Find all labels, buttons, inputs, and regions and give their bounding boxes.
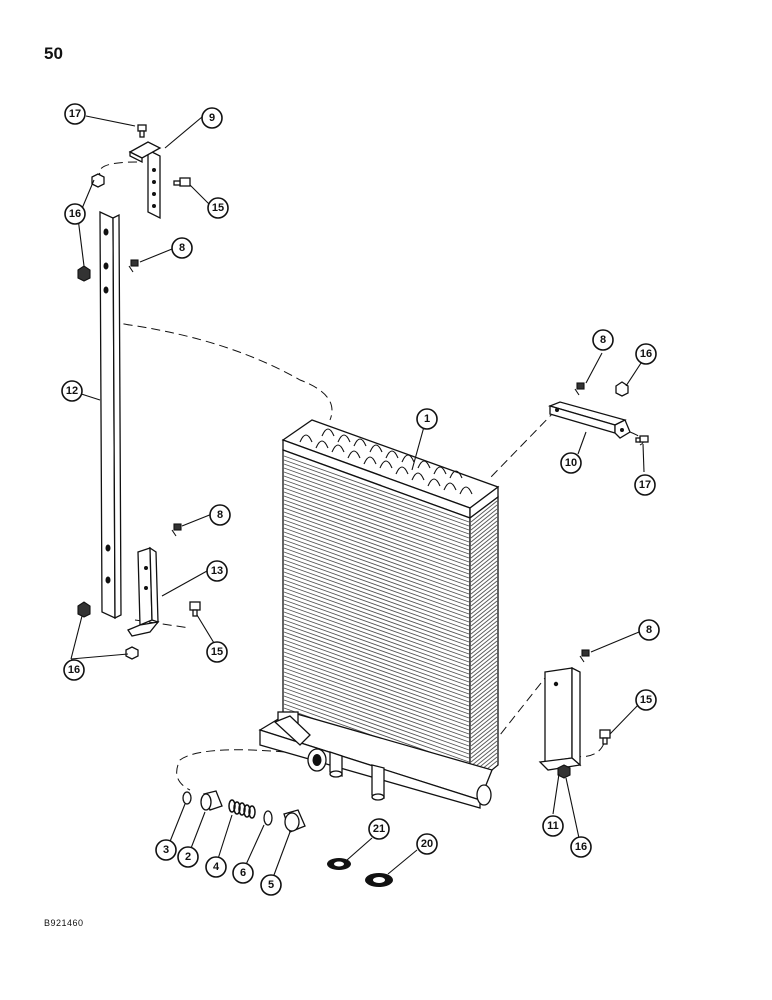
- svg-text:9: 9: [209, 112, 215, 124]
- callout-16: 16: [570, 836, 592, 858]
- screw-8-c: [574, 382, 585, 396]
- callout-8: 8: [638, 619, 660, 641]
- svg-text:1: 1: [424, 413, 430, 425]
- callout-15: 15: [207, 197, 229, 219]
- callout-17: 17: [634, 474, 656, 496]
- callout-4: 4: [205, 856, 227, 878]
- bolt-15-upper: [173, 177, 191, 187]
- callout-15: 15: [635, 689, 657, 711]
- callout-16: 16: [635, 343, 657, 365]
- svg-text:8: 8: [179, 242, 185, 254]
- callout-21: 21: [368, 818, 390, 840]
- callout-11: 11: [542, 815, 564, 837]
- bolt-17-right: [635, 435, 649, 443]
- svg-text:12: 12: [66, 385, 78, 397]
- part-10-right-bracket: [548, 401, 631, 439]
- part-1-oil-cooler-core: [258, 419, 500, 809]
- svg-text:5: 5: [268, 879, 274, 891]
- callout-8: 8: [592, 329, 614, 351]
- nut-16-bottom-left: [77, 601, 91, 618]
- callout-16: 16: [63, 659, 85, 681]
- reference-code: B921460: [44, 918, 84, 928]
- callout-6: 6: [232, 862, 254, 884]
- page-number: 50: [44, 44, 63, 63]
- bolt-17-upper: [137, 124, 147, 138]
- callout-9: 9: [201, 107, 223, 129]
- callout-5: 5: [260, 874, 282, 896]
- nut-16-left: [77, 265, 91, 282]
- callout-2: 2: [177, 846, 199, 868]
- svg-text:8: 8: [600, 334, 606, 346]
- callout-16: 16: [64, 203, 86, 225]
- nut-16-lower: [125, 646, 139, 660]
- svg-text:4: 4: [213, 861, 220, 873]
- callout-17: 17: [64, 103, 86, 125]
- svg-text:16: 16: [640, 348, 652, 360]
- part-11-right-lower-bracket: [538, 666, 582, 771]
- callout-10: 10: [560, 452, 582, 474]
- svg-text:15: 15: [211, 646, 223, 658]
- part-5-plug: [283, 809, 306, 833]
- callout-12: 12: [61, 380, 83, 402]
- svg-text:17: 17: [639, 479, 651, 491]
- part-20-seal: [365, 873, 393, 887]
- callout-20: 20: [416, 833, 438, 855]
- callouts: 17 9 15 16 8 12 8 16 1 10 17 8 13 15 16 …: [61, 103, 660, 896]
- svg-text:2: 2: [185, 851, 191, 863]
- nut-16-right: [615, 381, 629, 397]
- callout-15: 15: [206, 641, 228, 663]
- svg-text:6: 6: [240, 867, 246, 879]
- part-12-mounting-strap: [99, 210, 122, 620]
- screw-8-b: [171, 523, 182, 537]
- bolt-15-right: [599, 729, 611, 745]
- svg-text:10: 10: [565, 457, 577, 469]
- svg-text:8: 8: [646, 624, 652, 636]
- screw-8-d: [579, 649, 590, 663]
- hardware: [77, 124, 649, 887]
- svg-text:15: 15: [640, 694, 652, 706]
- callout-13: 13: [206, 560, 228, 582]
- svg-text:21: 21: [373, 823, 385, 835]
- svg-text:8: 8: [217, 509, 223, 521]
- svg-text:15: 15: [212, 202, 224, 214]
- callout-1: 1: [416, 408, 438, 430]
- part-9-upper-bracket: [128, 141, 162, 220]
- part-21-seal: [327, 858, 351, 870]
- callout-8: 8: [171, 237, 193, 259]
- nut-16-bottom-right: [557, 764, 571, 779]
- callout-8: 8: [209, 504, 231, 526]
- callout-3: 3: [155, 839, 177, 861]
- part-4-spring: [228, 799, 256, 819]
- svg-text:16: 16: [68, 664, 80, 676]
- svg-text:17: 17: [69, 108, 81, 120]
- part-13-lower-bracket: [127, 546, 160, 637]
- part-6-washer: [263, 810, 273, 826]
- part-3-ring: [182, 791, 192, 805]
- svg-text:16: 16: [69, 208, 81, 220]
- svg-text:16: 16: [575, 841, 587, 853]
- svg-text:20: 20: [421, 838, 433, 850]
- screw-8-a: [128, 259, 139, 273]
- svg-text:11: 11: [547, 820, 559, 832]
- svg-text:13: 13: [211, 565, 223, 577]
- bolt-15-middle: [189, 601, 201, 617]
- svg-text:3: 3: [163, 844, 169, 856]
